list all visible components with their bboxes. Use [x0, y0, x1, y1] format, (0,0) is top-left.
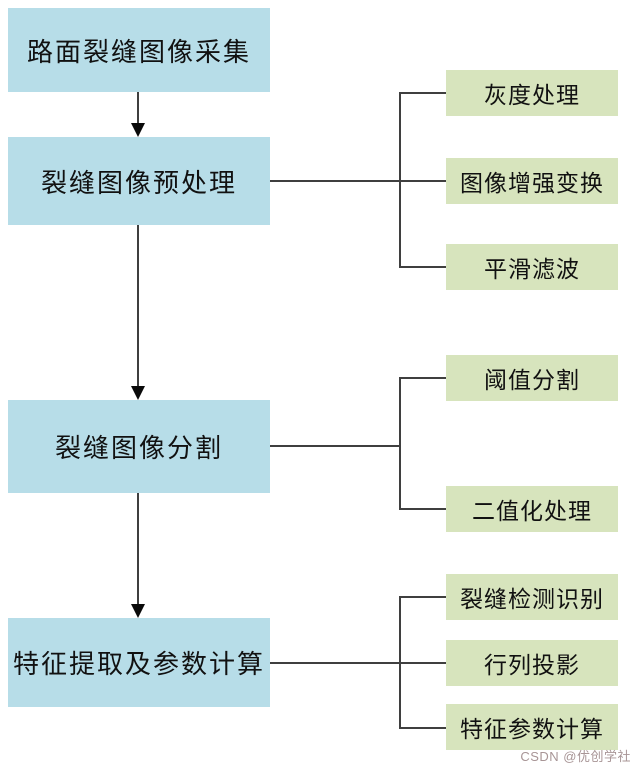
connector-line — [399, 266, 446, 268]
step-feature-extraction-box: 特征提取及参数计算 — [8, 618, 270, 707]
connector-line — [399, 596, 401, 729]
arrow-head — [131, 123, 145, 137]
connector-line — [399, 508, 446, 510]
branch-threshold-segmentation-box: 阈值分割 — [446, 355, 618, 401]
branch-feature-parameter-box: 特征参数计算 — [446, 704, 618, 750]
connector-line — [399, 92, 401, 268]
step-preprocessing-box: 裂缝图像预处理 — [8, 137, 270, 225]
branch-row-column-projection-box: 行列投影 — [446, 640, 618, 686]
branch-crack-detection-box: 裂缝检测识别 — [446, 574, 618, 620]
step-image-capture-box: 路面裂缝图像采集 — [8, 8, 270, 92]
connector-line — [399, 92, 446, 94]
down-arrow-icon — [131, 493, 145, 618]
branch-enhancement-box: 图像增强变换 — [446, 158, 618, 204]
arrow-shaft — [137, 493, 139, 605]
arrow-head — [131, 604, 145, 618]
connector-line — [270, 445, 401, 447]
arrow-shaft — [137, 92, 139, 124]
watermark: CSDN @优创学社 — [520, 749, 631, 764]
connector-line — [270, 662, 446, 664]
connector-line — [399, 377, 401, 510]
connector-line — [399, 596, 446, 598]
branch-smoothing-filter-box: 平滑滤波 — [446, 244, 618, 290]
connector-line — [270, 180, 446, 182]
connector-line — [399, 727, 446, 729]
arrow-shaft — [137, 225, 139, 387]
down-arrow-icon — [131, 92, 145, 137]
branch-binarization-box: 二值化处理 — [446, 486, 618, 532]
connector-line — [399, 377, 446, 379]
arrow-head — [131, 386, 145, 400]
down-arrow-icon — [131, 225, 145, 400]
branch-grayscale-box: 灰度处理 — [446, 70, 618, 116]
step-segmentation-box: 裂缝图像分割 — [8, 400, 270, 493]
